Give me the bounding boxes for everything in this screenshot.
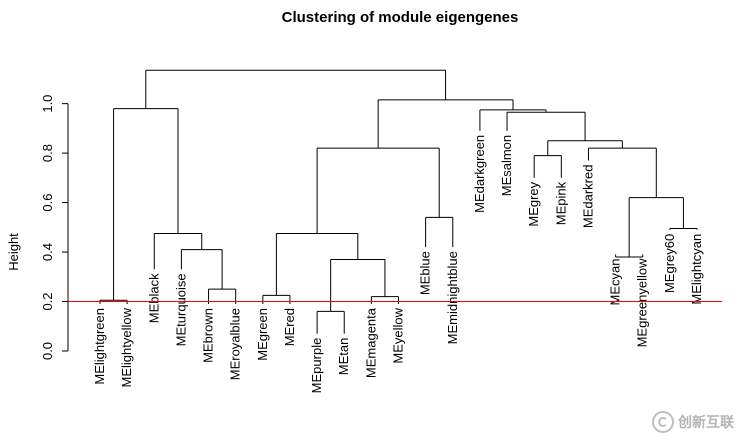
watermark-text: 创新互联 xyxy=(678,415,734,431)
leaf-label: MElightyellow xyxy=(119,307,134,387)
leaf-label: MEblack xyxy=(146,273,161,323)
y-tick-label: 0.0 xyxy=(40,342,55,360)
y-tick-label: 0.4 xyxy=(40,243,55,261)
y-tick-label: 0.8 xyxy=(40,144,55,162)
leaf-label: MEturquoise xyxy=(173,273,188,346)
leaf-label: MEyellow xyxy=(391,307,406,363)
leaf-label: MElightgreen xyxy=(92,308,107,385)
leaf-label: MEmagenta xyxy=(363,307,378,378)
leaf-label: MEgreenyellow xyxy=(635,258,650,347)
watermark-logo: 创新互联 xyxy=(652,411,734,433)
leaf-labels: MElightgreen MElightyellow MEblack MEturquo… xyxy=(92,135,704,393)
leaf-label: MElightcyan xyxy=(689,234,704,305)
watermark-icon xyxy=(652,411,674,433)
leaf-label: MEblue xyxy=(418,251,433,295)
leaf-label: MEgrey60 xyxy=(662,234,677,293)
leaf-label: MEpink xyxy=(553,181,568,225)
leaf-label: MEgreen xyxy=(255,308,270,361)
leaf-label: MEdarkgreen xyxy=(472,135,487,213)
leaf-label: MEgrey xyxy=(526,181,541,226)
leaf-label: MEcyan xyxy=(608,259,623,306)
leaf-label: MEbrown xyxy=(201,308,216,363)
chart-title: Clustering of module eigengenes xyxy=(282,9,519,26)
leaf-label: MEsalmon xyxy=(499,135,514,196)
leaf-label: MEdarkred xyxy=(580,165,595,229)
y-tick-label: 1.0 xyxy=(40,95,55,113)
y-axis: 0.0 0.2 0.4 0.6 0.8 1.0 xyxy=(40,95,69,360)
leaf-label: MEtan xyxy=(336,338,351,376)
dendrogram-branches xyxy=(99,69,698,334)
leaf-label: MEpurple xyxy=(309,338,324,394)
y-axis-label: Height xyxy=(6,233,21,271)
leaf-label: MEmidnightblue xyxy=(445,251,460,344)
leaf-label: MEroyalblue xyxy=(228,308,243,380)
y-tick-label: 0.2 xyxy=(40,292,55,310)
leaf-label: MEred xyxy=(282,308,297,346)
y-tick-label: 0.6 xyxy=(40,194,55,212)
